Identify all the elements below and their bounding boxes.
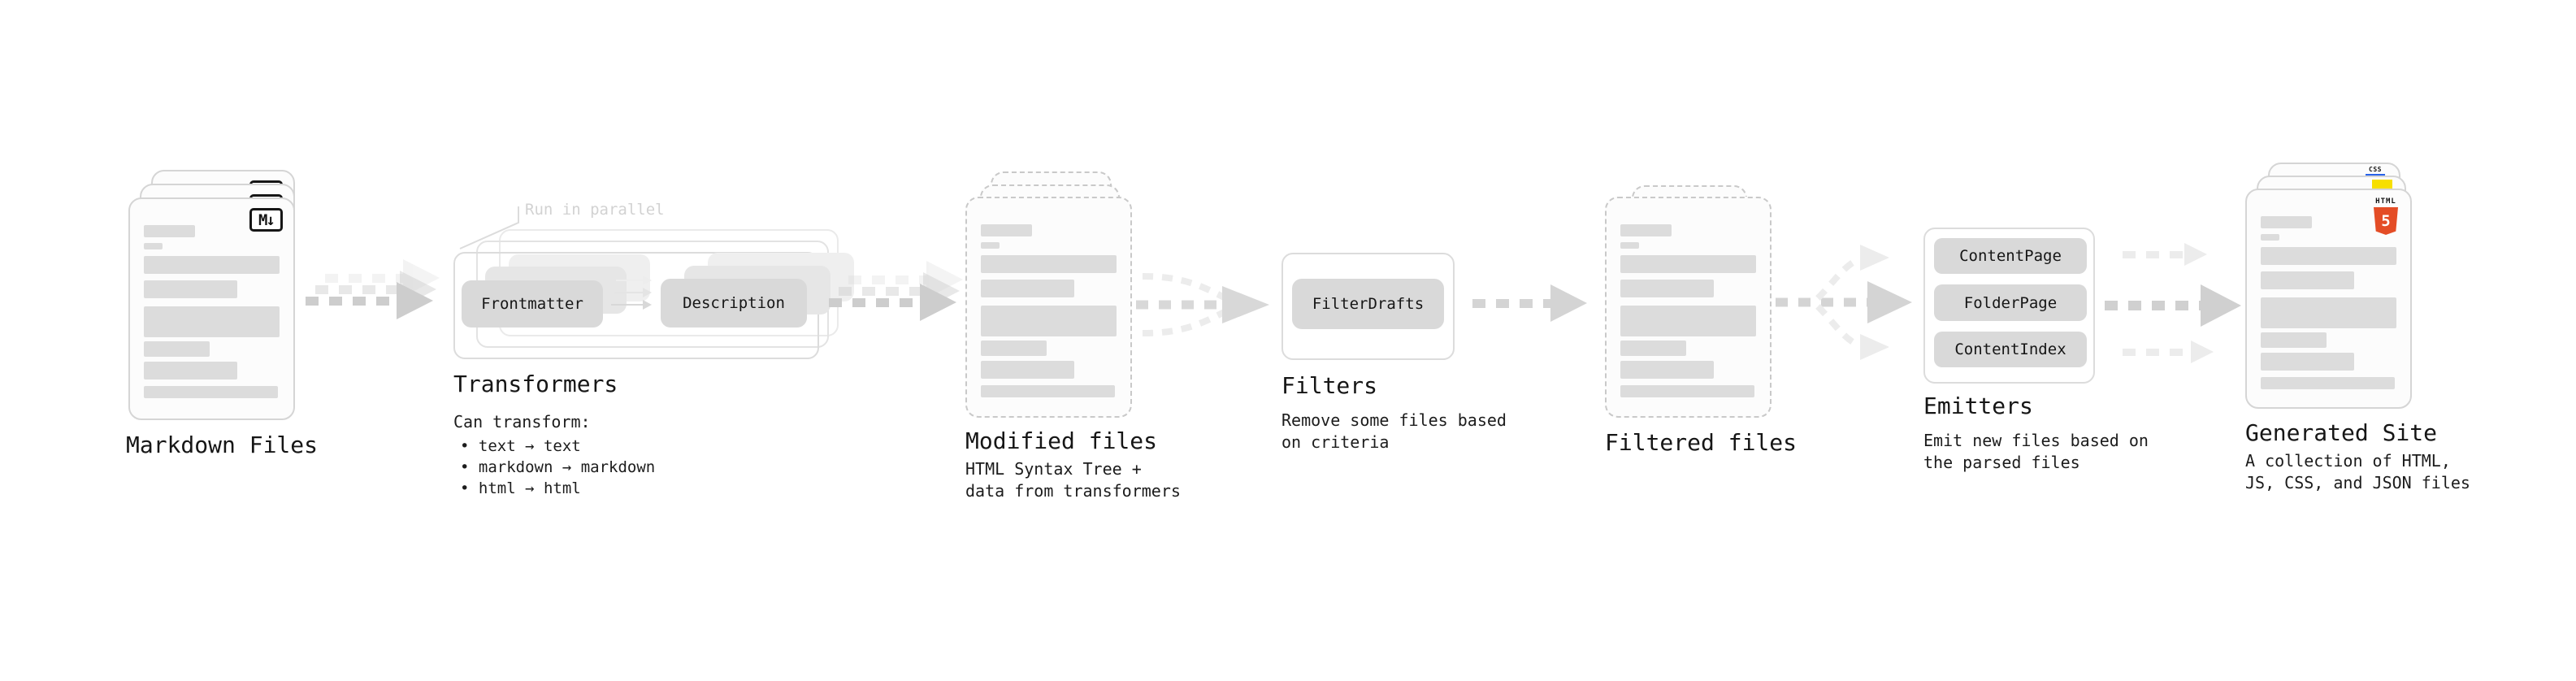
- bullet-item: • markdown → markdown: [460, 458, 656, 476]
- skeleton-line: [144, 225, 195, 237]
- run-in-parallel-connector: [459, 206, 519, 249]
- flow-arrow: [1472, 284, 1587, 322]
- markdown-files-title: Markdown Files: [126, 432, 319, 458]
- contentpage-pill: ContentPage: [1934, 238, 2087, 274]
- flow-arrow-light: [2123, 340, 2214, 363]
- skeleton-line: [2261, 247, 2396, 265]
- modified-files-subtitle: HTML Syntax Tree + data from transformer…: [965, 459, 1181, 501]
- flow-arrow: [2105, 284, 2241, 327]
- description-pill: Description: [661, 279, 807, 327]
- skeleton-line: [2261, 297, 2396, 328]
- bullet-item: • html → html: [460, 479, 581, 497]
- transformers-desc-heading: Can transform:: [453, 412, 591, 432]
- html5-shield: 5: [2374, 207, 2398, 235]
- markdown-file-card: M↓: [128, 197, 295, 420]
- skeleton-line: [2261, 234, 2279, 241]
- flow-arrow: [306, 282, 433, 319]
- skeleton-line: [1620, 361, 1714, 379]
- flow-arrow: [829, 284, 956, 321]
- frontmatter-pill: Frontmatter: [462, 280, 603, 327]
- skeleton-line: [144, 306, 280, 337]
- skeleton-line: [144, 243, 163, 249]
- skeleton-line: [144, 280, 237, 298]
- html5-file-icon: HTML 5: [2370, 197, 2401, 235]
- skeleton-line: [144, 341, 210, 357]
- skeleton-line: [981, 340, 1047, 356]
- branch-arrow: [1776, 245, 1912, 360]
- site-file-card: HTML 5: [2245, 189, 2412, 409]
- skeleton-line: [2261, 377, 2395, 389]
- filters-subtitle: Remove some files based on criteria: [1281, 410, 1507, 452]
- skeleton-line: [1620, 385, 1754, 397]
- flow-arrow-light: [2123, 243, 2207, 266]
- skeleton-line: [981, 280, 1074, 297]
- html5-word: HTML: [2375, 197, 2396, 206]
- skeleton-line: [144, 386, 278, 398]
- skeleton-line: [1620, 224, 1672, 236]
- skeleton-line: [981, 385, 1115, 397]
- bullet-item: • text → text: [460, 437, 581, 455]
- skeleton-line: [981, 361, 1074, 379]
- filterdrafts-pill: FilterDrafts: [1292, 279, 1444, 329]
- filtered-file-card: [1605, 197, 1772, 418]
- skeleton-line: [981, 224, 1032, 236]
- transformers-title: Transformers: [453, 371, 618, 397]
- skeleton-line: [1620, 340, 1686, 356]
- skeleton-line: [1620, 306, 1756, 336]
- parallel-arrow: [614, 288, 652, 297]
- markdown-icon: M↓: [249, 208, 283, 232]
- folderpage-pill: FolderPage: [1934, 284, 2087, 321]
- generated-site-subtitle: A collection of HTML, JS, CSS, and JSON …: [2245, 451, 2470, 492]
- skeleton-line: [2261, 353, 2354, 371]
- transformers-bullet-list: • text → text • markdown → markdown • ht…: [460, 436, 655, 499]
- filters-box: [1281, 253, 1455, 360]
- filtered-files-title: Filtered files: [1605, 429, 1798, 456]
- modified-files-title: Modified files: [965, 427, 1158, 454]
- skeleton-line: [981, 255, 1117, 273]
- converge-arrow: [1136, 273, 1269, 336]
- skeleton-line: [2261, 332, 2327, 348]
- parallel-arrow: [616, 275, 652, 285]
- skeleton-line: [144, 256, 280, 274]
- emitters-title: Emitters: [1923, 393, 2033, 419]
- skeleton-line: [1620, 255, 1756, 273]
- contentindex-pill: ContentIndex: [1934, 332, 2087, 367]
- emitters-subtitle: Emit new files based on the parsed files: [1923, 431, 2149, 472]
- parallel-arrow: [611, 300, 652, 310]
- skeleton-line: [981, 242, 1000, 249]
- skeleton-line: [1620, 280, 1714, 297]
- skeleton-line: [981, 306, 1117, 336]
- generated-site-title: Generated Site: [2245, 419, 2438, 446]
- run-in-parallel-label: Run in parallel: [525, 201, 665, 219]
- html5-number: 5: [2381, 212, 2391, 230]
- skeleton-line: [144, 362, 237, 380]
- skeleton-line: [2261, 216, 2312, 228]
- skeleton-line: [1620, 242, 1639, 249]
- emitters-box: [1923, 228, 2095, 384]
- modified-file-card: [965, 197, 1132, 418]
- filters-title: Filters: [1281, 372, 1378, 399]
- skeleton-line: [2261, 271, 2354, 289]
- css-label: CSS: [2369, 166, 2382, 173]
